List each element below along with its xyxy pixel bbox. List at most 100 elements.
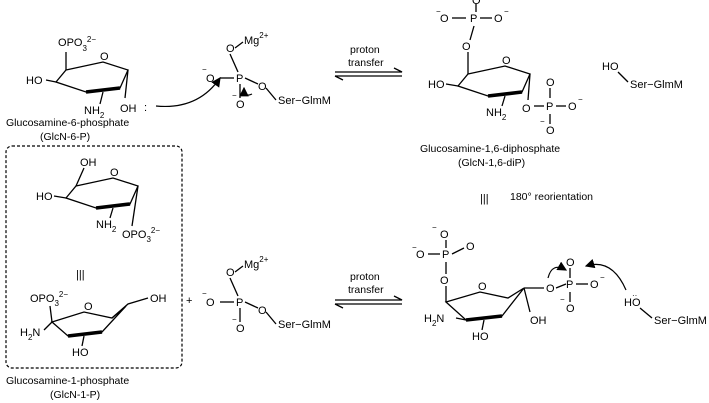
svg-text:P: P [470, 13, 477, 25]
glcn-1-p-structure-lower: O OPO32− OH H2N HO [20, 290, 167, 359]
svg-text:O: O [546, 125, 555, 137]
svg-text:O: O [110, 167, 119, 179]
glcn-1-6-dip-structure: O O P O O − O − HO NH2 O P O O − O − [428, 0, 583, 137]
svg-text:O: O [416, 249, 425, 261]
svg-text:O: O [440, 275, 449, 287]
svg-text:O: O [566, 303, 575, 315]
glcn-1-p-name: Glucosamine-1-phosphate [6, 375, 129, 387]
svg-text:O: O [494, 13, 503, 25]
svg-text:O: O [226, 267, 235, 279]
svg-text:O: O [236, 99, 245, 111]
svg-text:OPO32−: OPO32− [122, 226, 160, 244]
svg-text:Ser−GlmM: Ser−GlmM [654, 315, 707, 327]
svg-text:HO: HO [36, 191, 53, 203]
svg-text:OH: OH [530, 315, 547, 327]
svg-text:−: − [432, 223, 437, 232]
svg-text:proton: proton [350, 44, 380, 56]
glcn-1-6-dip-reoriented: O O P O O − O − H2N HO OH O P O O − O − [412, 223, 627, 343]
svg-text:transfer: transfer [348, 284, 384, 296]
glcn-6-p-abbrev: (GlcN-6-P) [40, 131, 90, 143]
svg-text:P: P [236, 297, 243, 309]
glcn-1-p-box [5, 145, 183, 369]
svg-text:O: O [258, 305, 267, 317]
svg-text:O: O [546, 77, 555, 89]
svg-text:O: O [258, 81, 267, 93]
svg-text:O: O [466, 241, 475, 253]
plus-sign: + [186, 295, 192, 307]
svg-text:−: − [202, 289, 207, 298]
svg-text:O: O [522, 103, 531, 115]
svg-text:−: − [412, 243, 417, 252]
svg-text:−: − [600, 273, 605, 282]
svg-text:O: O [236, 323, 245, 335]
reorientation-label: 180° reorientation [510, 191, 593, 203]
svg-text:HO: HO [72, 347, 89, 359]
svg-text:O: O [226, 43, 235, 55]
glcn-1-p-structure-upper: O OH HO NH2 OPO32− [36, 157, 160, 244]
svg-text:O: O [440, 13, 449, 25]
svg-text:H2N: H2N [424, 313, 444, 328]
glcn-1-6-dip-abbrev: (GlcN-1,6-diP) [458, 157, 525, 169]
svg-text:Ser−GlmM: Ser−GlmM [278, 319, 331, 331]
svg-text:O: O [440, 229, 449, 241]
svg-text:Ser−GlmM: Ser−GlmM [630, 79, 683, 91]
svg-text:O: O [206, 297, 215, 309]
svg-text:P: P [442, 249, 449, 261]
svg-text:P: P [236, 73, 243, 85]
equivalence-left: ||| [76, 269, 85, 281]
ho-label: HO [26, 75, 43, 87]
o-6-phosphate-label: OPO32− [58, 35, 96, 53]
svg-text:HO: HO [624, 297, 641, 309]
phospho-ser-top: P O Mg2+ O − O − O Ser−GlmM [202, 31, 331, 111]
svg-text:P: P [566, 279, 573, 291]
svg-text:−: − [202, 65, 207, 74]
equivalence-right: ||| [480, 193, 489, 205]
svg-text:O: O [568, 101, 577, 113]
svg-text:Mg2+: Mg2+ [244, 31, 269, 47]
svg-text:O: O [590, 279, 599, 291]
oh-label: OH [120, 103, 137, 115]
glcn-6-p-name: Glucosamine-6-phosphate [6, 117, 129, 129]
svg-text:−: − [560, 295, 565, 304]
svg-text:HO: HO [602, 61, 619, 73]
svg-text:NH2: NH2 [486, 107, 507, 122]
svg-text:O: O [472, 0, 481, 7]
svg-text:−: − [232, 91, 237, 100]
svg-text:−: − [232, 315, 237, 324]
attack-arrow [155, 77, 221, 108]
ser-glmm-bottom: ·· HO Ser−GlmM [624, 291, 707, 327]
svg-text:transfer: transfer [348, 57, 384, 69]
equilibrium-arrow-bottom: proton transfer [334, 271, 403, 309]
glcn-1-6-dip-name: Glucosamine-1,6-diphosphate [420, 143, 560, 155]
svg-text:−: − [578, 95, 583, 104]
svg-text:OH: OH [80, 157, 97, 169]
svg-text:HO: HO [428, 79, 445, 91]
svg-text:O: O [502, 55, 511, 67]
svg-text:O: O [566, 257, 575, 269]
svg-text:O: O [546, 283, 555, 295]
phospho-ser-bottom: P O Mg2+ O − O − O Ser−GlmM [202, 255, 331, 335]
svg-text:O: O [206, 73, 215, 85]
lone-pair: : [144, 102, 147, 114]
nh2-label: NH2 [84, 105, 105, 120]
svg-text:HO: HO [472, 331, 489, 343]
glcn-1-p-abbrev: (GlcN-1-P) [50, 389, 100, 401]
ser-glmm-top: HO Ser−GlmM [602, 61, 683, 91]
svg-text:··: ·· [632, 291, 637, 300]
svg-text:O: O [462, 41, 471, 53]
svg-text:OH: OH [150, 293, 167, 305]
svg-text:P: P [546, 101, 553, 113]
svg-text:−: − [540, 117, 545, 126]
equilibrium-arrow-top: proton transfer [334, 44, 403, 81]
svg-text:−: − [504, 7, 509, 16]
svg-text:proton: proton [350, 271, 380, 283]
svg-text:H2N: H2N [20, 327, 40, 342]
svg-text:O: O [84, 301, 93, 313]
svg-text:O: O [478, 281, 487, 293]
svg-text:−: − [436, 7, 441, 16]
svg-text:Ser−GlmM: Ser−GlmM [278, 95, 331, 107]
svg-text:OPO32−: OPO32− [30, 290, 68, 308]
ring-oxygen: O [100, 51, 109, 63]
svg-text:NH2: NH2 [96, 219, 117, 234]
